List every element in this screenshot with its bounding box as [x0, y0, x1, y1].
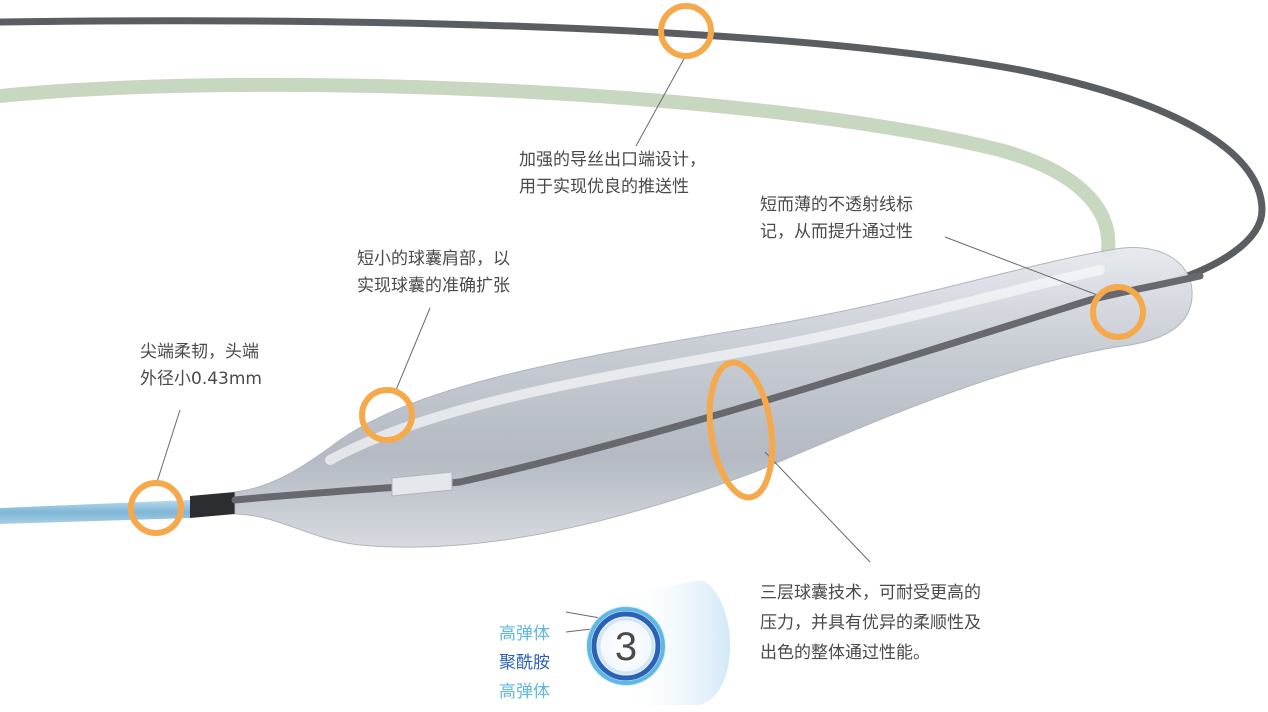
- callout-layers-line3: 出色的整体通过性能。: [760, 643, 930, 663]
- leader-lines: [156, 56, 1101, 633]
- ring-shoulder: [359, 387, 415, 443]
- callout-layers-line2: 压力，并具有优异的柔顺性及: [760, 613, 981, 633]
- callout-tip-line1: 尖端柔韧，头端: [140, 342, 259, 362]
- callout-marker-line2: 记，从而提升通过性: [760, 222, 913, 242]
- callout-layers-line1: 三层球囊技术，可耐受更高的: [760, 583, 981, 603]
- layer-outer: 高弹体: [499, 624, 550, 644]
- radiopaque-marker: [391, 471, 453, 497]
- layer-count: 3: [615, 625, 637, 669]
- tip-segment: [190, 492, 235, 518]
- callout-tip-line2: 外径小0.43mm: [140, 369, 262, 389]
- catheter-shaft: [0, 500, 190, 524]
- callout-shoulder: 短小的球囊肩部，以 实现球囊的准确扩张: [357, 246, 510, 300]
- callout-tip: 尖端柔韧，头端 外径小0.43mm: [140, 339, 262, 393]
- callout-rings: [128, 3, 1146, 536]
- balloon-cross-section: 3: [586, 580, 731, 705]
- callout-exit-port-line2: 用于实现优良的推送性: [519, 177, 689, 197]
- guidewire-loop-green: [0, 77, 1116, 257]
- ring-balloon-layers: [706, 359, 776, 501]
- ring-tip: [128, 480, 184, 536]
- ring-exit-port: [658, 3, 714, 59]
- layer-inner: 高弹体: [499, 682, 550, 702]
- guidewire-loop-dark: [0, 17, 1266, 289]
- callout-marker-line1: 短而薄的不透射线标: [760, 195, 913, 215]
- callout-exit-port-line1: 加强的导丝出口端设计，: [519, 150, 706, 170]
- callout-exit-port: 加强的导丝出口端设计， 用于实现优良的推送性: [519, 147, 706, 201]
- callout-shoulder-line2: 实现球囊的准确扩张: [357, 276, 510, 296]
- callout-shoulder-line1: 短小的球囊肩部，以: [357, 249, 510, 269]
- ring-marker: [1090, 284, 1146, 340]
- layer-middle: 聚酰胺: [499, 653, 550, 673]
- callout-layers: 三层球囊技术，可耐受更高的 压力，并具有优异的柔顺性及 出色的整体通过性能。: [760, 578, 981, 668]
- callout-marker: 短而薄的不透射线标 记，从而提升通过性: [760, 192, 913, 246]
